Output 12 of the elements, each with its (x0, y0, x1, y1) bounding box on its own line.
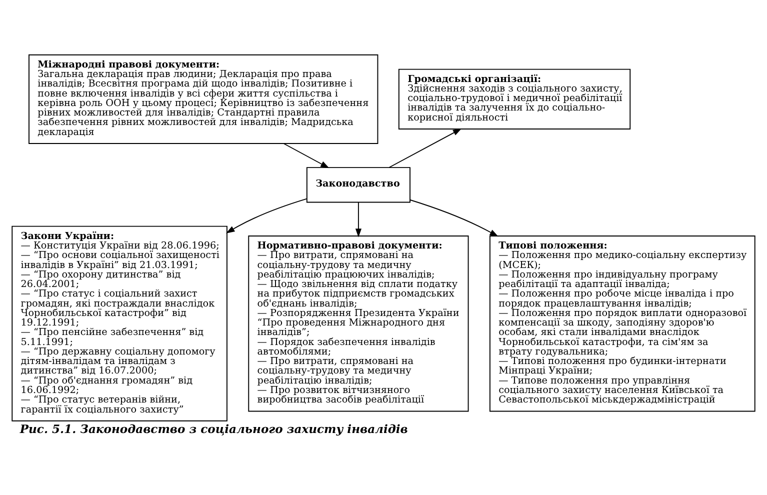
caption: Рис. 5.1. Законодавство з соціального захисту інвалідів (20, 422, 408, 436)
node-box: Закони України: — Конституція України від 28.06.1996; — “Про основи соціальної захищеності інвалідів в Україні” від 21.03.1991; — “Про охорону дитинства” від 26.04.2001; — “Про статус і соціальний захист громадян, які постраждали внаслідок Чорнобильської катастрофи” від 19.12.1991; — “Про пенсійне забезпечення” від 5.11.1991; — “Про державну соціальну допомогу дітям-інвалідам та інвалідам з дитинства” від 16.07.2000; — “Про об'єднання громадян” від 16.06.1992; — “Про статус ветеранів війни, гарантії їх соціального захисту” (12, 225, 228, 421)
node-box: Типові положення: — Положення про медико-соціальну експертизу (МСЕК); — Положення про індивідуальну програму реабілітації та адаптації інваліда; — Положення про робоче місце інваліда і про порядок працевлаштування інвалідів; — Положення про порядок виплати одноразової компенсації за шкоду, заподіяну здоров'ю особам, які стали інвалідами внаслідок Чорнобильської катастрофи, та сім'ям за втрату годувальника; — Типові положення про будинки-інтернати Мінпраці України; — Типове положення про управління соціального захисту населення Київської та Севастопольської міськдержадміністрацій (489, 234, 756, 412)
arrow (283, 142, 330, 168)
arrow (410, 198, 498, 236)
arrow (355, 201, 362, 237)
arrow (388, 128, 462, 168)
node-box: Громадські організації: Здійснення заходів з соціального захисту, соціально-трудової і медичної реабілітації інвалідів та залучення їх до соціально-корисної діяльності (398, 68, 631, 130)
node-box: Нормативно-правові документи: — Про витрати, спрямовані на соціальну-трудову та медичну реабілітацію працюючих інвалідів; — Щодо звільнення від сплати податку на прибуток підприємств громадських об'єднань інвалідів; — Розпорядження Президента України “Про проведення Міжнародного дня інвалідів”; — Порядок забезпечення інвалідів автомобілями; — Про витрати, спрямовані на соціальну-трудову та медичну реабілітацію інвалідів; — Про розвиток вітчизняного виробництва засобів реабілітації (248, 234, 469, 412)
arrow (226, 198, 308, 233)
node-box: Міжнародні правові документи: Загальна декларація прав людини; Декларація про права інвалідів; Всесвітня програма дій щодо інвалідів; Позитивне і повне включення інвалідів у всі сфери життя суспільства і керівна роль ООН у цьому процесі; Керівництво із забезпечення рівних можливостей для інвалідів; Стандартні правила забезпечення рівних можливостей для інвалідів; Мадридська декларація (28, 54, 378, 144)
node-box: Законодавство (306, 166, 410, 202)
